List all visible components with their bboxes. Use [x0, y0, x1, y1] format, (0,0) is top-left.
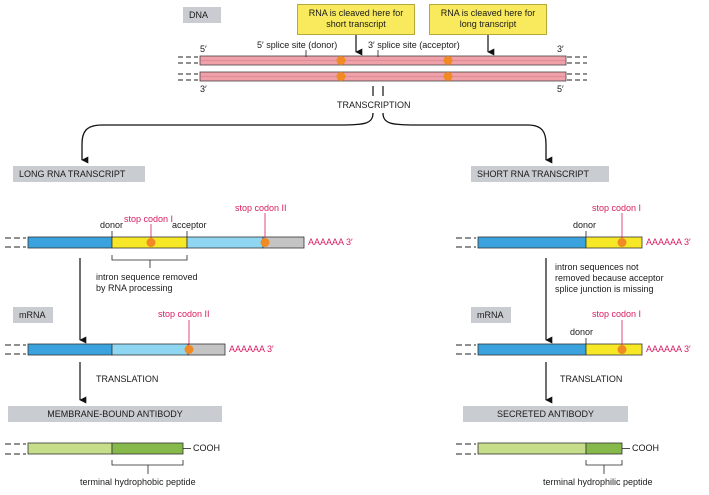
left-mrna-header: mRNA — [13, 307, 53, 323]
right-donor-label: donor — [573, 220, 597, 230]
transcription-label: TRANSCRIPTION — [337, 100, 411, 110]
long-mrna-bar — [5, 320, 226, 356]
right-mrna-donor-label: donor — [570, 327, 594, 337]
short-transcript-header: SHORT RNA TRANSCRIPT — [471, 166, 609, 182]
dna-3-prime-top: 3′ — [557, 44, 564, 54]
hydrophobic-peptide-label: terminal hydrophobic peptide — [80, 477, 196, 487]
right-mrna-header: mRNA — [471, 307, 511, 323]
splice-acceptor-label: 3′ splice site (acceptor) — [368, 40, 460, 50]
long-transcript-header: LONG RNA TRANSCRIPT — [13, 166, 145, 182]
dna-stop-site-2-bottom — [443, 72, 453, 81]
membrane-protein-bar — [5, 442, 191, 474]
left-cooh-label: COOH — [193, 443, 220, 453]
left-stop-codon-1-label: stop codon I — [124, 214, 174, 224]
dna-3-prime-bottom: 3′ — [200, 84, 207, 94]
dna-stop-site-1-top — [336, 56, 346, 65]
left-mrna-stop-label: stop codon II — [158, 309, 210, 319]
right-translation-label: TRANSLATION — [560, 374, 623, 384]
dna-5-prime-bottom: 5′ — [557, 84, 564, 94]
membrane-antibody-header: MEMBRANE-BOUND ANTIBODY — [8, 406, 222, 422]
right-stop-codon-1-label: stop codon I — [592, 203, 642, 213]
dna-stop-site-1-bottom — [336, 72, 346, 81]
splice-donor-label: 5′ splice site (donor) — [257, 40, 338, 50]
short-mrna-bar — [456, 320, 643, 356]
right-cooh-label: COOH — [632, 443, 659, 453]
left-stop-codon-2-label: stop codon II — [235, 203, 287, 213]
dna-label: DNA — [183, 7, 221, 23]
hydrophilic-peptide-label: terminal hydrophilic peptide — [543, 477, 653, 487]
dna-double-helix — [178, 50, 587, 82]
right-processing-note: intron sequences not removed because acc… — [555, 262, 664, 294]
transcription-arrows — [81, 86, 553, 164]
left-translation-label: TRANSLATION — [96, 374, 159, 384]
secreted-protein-bar — [456, 442, 630, 474]
left-mrna-polyA: AAAAAA 3′ — [229, 344, 274, 354]
left-acceptor-label: acceptor — [172, 220, 207, 230]
right-mrna-polyA: AAAAAA 3′ — [646, 344, 691, 354]
left-processing-note: intron sequence removed by RNA processin… — [96, 272, 198, 293]
callout-long-transcript: RNA is cleaved here for long transcript — [429, 4, 547, 35]
short-transcript-bar — [456, 213, 643, 249]
secreted-antibody-header: SECRETED ANTIBODY — [463, 406, 628, 422]
right-polyA-tail: AAAAAA 3′ — [646, 237, 691, 247]
dna-stop-site-2-top — [443, 56, 453, 65]
long-transcript-bar — [5, 213, 305, 268]
left-polyA-tail: AAAAAA 3′ — [308, 237, 353, 247]
callout-short-transcript: RNA is cleaved here for short transcript — [297, 4, 415, 35]
left-donor-label: donor — [100, 220, 124, 230]
dna-5-prime-top: 5′ — [200, 44, 207, 54]
right-mrna-stop-label: stop codon I — [592, 309, 642, 319]
